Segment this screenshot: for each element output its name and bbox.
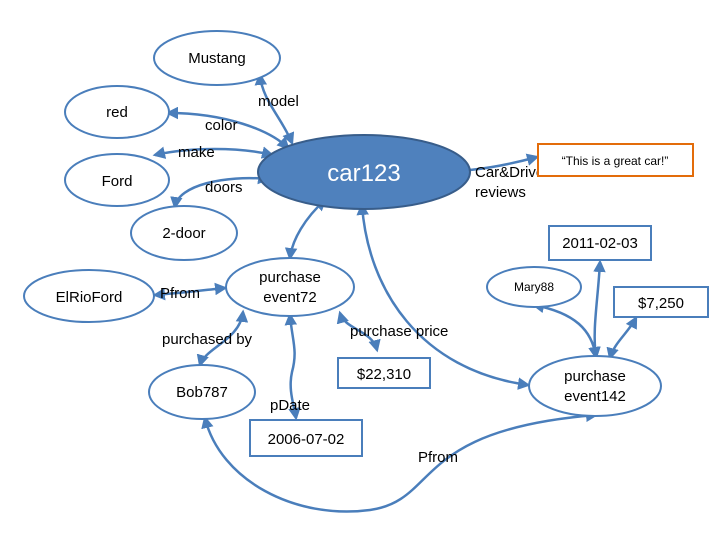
edge-label-purchase-price: purchase price <box>350 323 448 340</box>
node-bob[interactable]: Bob787 <box>148 364 256 420</box>
node-ford[interactable]: Ford <box>64 153 170 207</box>
edge-pfrom142 <box>201 409 599 513</box>
edge-car-event72 <box>284 198 327 261</box>
edge-label-reviews-line2: reviews <box>475 184 526 201</box>
edge-buyer142 <box>531 300 601 360</box>
edge-doors <box>170 171 271 210</box>
node-label-mustang: Mustang <box>188 50 246 67</box>
node-label-review: “This is a great car!” <box>562 154 669 168</box>
node-label-price142: $7,250 <box>638 295 684 312</box>
node-label-bob: Bob787 <box>176 384 228 401</box>
node-price142[interactable]: $7,250 <box>613 286 709 318</box>
node-mary[interactable]: Mary88 <box>486 266 582 308</box>
edge-label-pfrom72: Pfrom <box>160 285 200 302</box>
node-label-mary: Mary88 <box>514 280 554 294</box>
edge-label-purchased-by: purchased by <box>162 331 253 348</box>
node-label-car: car123 <box>327 160 400 187</box>
edge-date142 <box>588 259 606 360</box>
nodes: Mustang red Ford 2-door car123 “This is … <box>23 30 709 457</box>
edge-label-doors: doors <box>205 179 243 196</box>
node-label-elrioford: ElRioFord <box>56 289 123 306</box>
node-label-event142-line2: event142 <box>564 388 626 405</box>
node-price72[interactable]: $22,310 <box>337 357 431 389</box>
edge-label-pfrom142: Pfrom <box>418 449 458 466</box>
edge-label-color: color <box>205 117 238 134</box>
node-label-price72: $22,310 <box>357 366 411 383</box>
edge-car-event142 <box>356 202 531 390</box>
node-date142[interactable]: 2011-02-03 <box>548 225 652 261</box>
node-label-event72-line2: event72 <box>263 289 316 306</box>
edge-color <box>165 106 290 150</box>
edge-make <box>152 146 275 159</box>
node-label-event72-line1: purchase <box>259 269 321 286</box>
edge-pdate <box>284 312 301 421</box>
node-label-two-door: 2-door <box>162 225 205 242</box>
node-mustang[interactable]: Mustang <box>153 30 281 86</box>
edge-reviews <box>469 153 540 172</box>
node-label-ford: Ford <box>102 173 133 190</box>
edge-price142 <box>606 315 638 361</box>
node-elrioford[interactable]: ElRioFord <box>23 269 155 323</box>
node-red[interactable]: red <box>64 85 170 139</box>
node-review[interactable]: “This is a great car!” <box>537 143 694 177</box>
edge-labels: model color make doors Car&Driver review… <box>160 93 549 466</box>
node-label-date72: 2006-07-02 <box>268 431 345 448</box>
edge-purchased-by <box>196 309 249 368</box>
node-car[interactable]: car123 <box>257 134 471 210</box>
edge-label-model: model <box>258 93 299 110</box>
node-label-red: red <box>106 104 128 121</box>
edge-label-pdate: pDate <box>270 397 310 414</box>
edge-label-make: make <box>178 144 215 161</box>
edge-purchase-price <box>336 310 381 353</box>
node-date72[interactable]: 2006-07-02 <box>249 419 363 457</box>
node-two-door[interactable]: 2-door <box>130 205 238 261</box>
edge-label-reviews-line1: Car&Driver <box>475 164 549 181</box>
node-event72[interactable]: purchase event72 <box>225 257 355 317</box>
edge-pfrom72 <box>152 282 228 301</box>
node-event142[interactable]: purchase event142 <box>528 355 662 417</box>
node-label-date142: 2011-02-03 <box>562 235 638 252</box>
node-label-event142-line1: purchase <box>564 368 626 385</box>
